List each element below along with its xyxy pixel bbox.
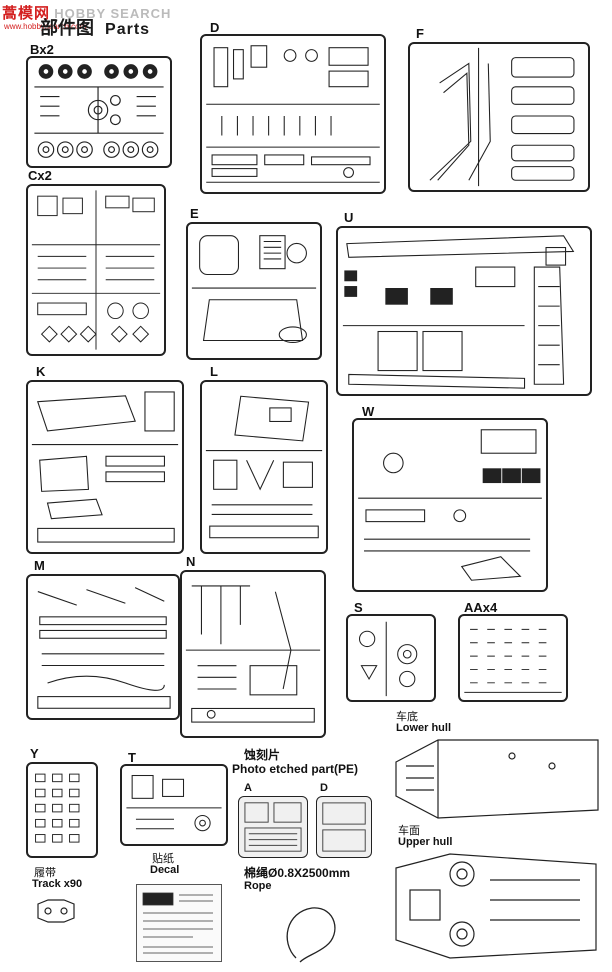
sprue-s-label: S (354, 600, 363, 615)
sprue-c-label: Cx2 (28, 168, 52, 183)
upper-hull-label-cn: 车面 (398, 825, 420, 837)
rope-drawing (286, 907, 336, 963)
sprue-m-label: M (34, 558, 45, 573)
sprue-t-label: T (128, 750, 136, 765)
sprue-f (408, 42, 590, 192)
sprue-f-drawing (429, 47, 575, 187)
watermark: 蒿模网 HOBBY SEARCH (2, 2, 171, 23)
watermark-brand: 蒿模网 (2, 5, 51, 22)
page-title-en: Parts (105, 21, 151, 38)
sprue-k-drawing (31, 391, 179, 543)
pe-sheet-a-label: A (244, 782, 252, 794)
pe-sheet-a (238, 796, 308, 858)
decal-label-cn: 贴纸 (152, 853, 174, 865)
sprue-k (26, 380, 184, 554)
sprue-y (26, 762, 98, 858)
sprue-w-drawing (358, 429, 542, 581)
pe-sheet-d-label: D (320, 782, 328, 794)
sprue-y-drawing (35, 773, 80, 843)
sprue-d (200, 34, 386, 194)
sprue-m-drawing (37, 587, 171, 709)
sprue-s-drawing (358, 621, 418, 697)
sprue-c-drawing (31, 190, 161, 350)
track-label-cn: 履带 (34, 867, 56, 879)
decal-sheet-drawing (142, 892, 213, 954)
watermark-search: HOBBY SEARCH (54, 6, 172, 21)
sprue-e-label: E (190, 206, 199, 221)
sprue-y-label: Y (30, 746, 39, 761)
sprue-b (26, 56, 172, 168)
sprue-m (26, 574, 180, 720)
sprue-l-label: L (210, 364, 218, 379)
sprue-aa-label: AAx4 (464, 600, 498, 615)
pe-label-cn: 蚀刻片 (244, 748, 281, 762)
sprue-k-label: K (36, 364, 46, 379)
sprue-n-drawing (185, 585, 321, 723)
sprue-w (352, 418, 548, 592)
page-title: 部件图 Parts (40, 14, 150, 40)
pe-label-en: Photo etched part(PE) (232, 762, 359, 776)
sprue-e (186, 222, 322, 360)
watermark-url: www.hobbysearch.com (4, 22, 87, 31)
pe-sheet-d (316, 796, 372, 858)
sprue-t (120, 764, 228, 846)
lower-hull-drawing (395, 739, 599, 819)
rope-label-cn: 棉绳Ø0.8X2500mm (244, 866, 351, 880)
sprue-l-drawing (205, 395, 323, 539)
sprue-t-drawing (126, 774, 222, 832)
sprue-d-label: D (210, 20, 220, 35)
sprue-l (200, 380, 328, 554)
pe-sheet-a-drawing (244, 802, 302, 852)
rope-label-en: Rope (244, 880, 272, 892)
track-label-en: Track x90 (32, 878, 83, 890)
upper-hull-drawing (395, 853, 597, 959)
upper-hull-label-en: Upper hull (398, 836, 453, 848)
decal-sheet (136, 884, 222, 962)
sprue-b-label: Bx2 (30, 42, 54, 57)
sprue-f-label: F (416, 26, 424, 41)
sprue-n (180, 570, 326, 738)
sprue-e-drawing (191, 235, 317, 343)
sprue-s (346, 614, 436, 702)
pe-sheet-d-drawing (322, 802, 366, 852)
sprue-u-label: U (344, 210, 354, 225)
sprue-u (336, 226, 592, 396)
sprue-aa (458, 614, 568, 702)
sprue-c (26, 184, 166, 356)
lower-hull-label-cn: 车底 (396, 711, 418, 723)
sprue-n-label: N (186, 554, 196, 569)
sprue-aa-drawing (464, 628, 562, 693)
sprue-u-drawing (342, 235, 575, 389)
track-link-drawing (37, 899, 75, 923)
page-title-cn: 部件图 (40, 18, 94, 38)
sprue-b-drawing (34, 64, 164, 158)
sprue-d-drawing (206, 45, 380, 183)
lower-hull-label-en: Lower hull (396, 722, 451, 734)
sprue-w-label: W (362, 404, 375, 419)
decal-label-en: Decal (150, 864, 180, 876)
